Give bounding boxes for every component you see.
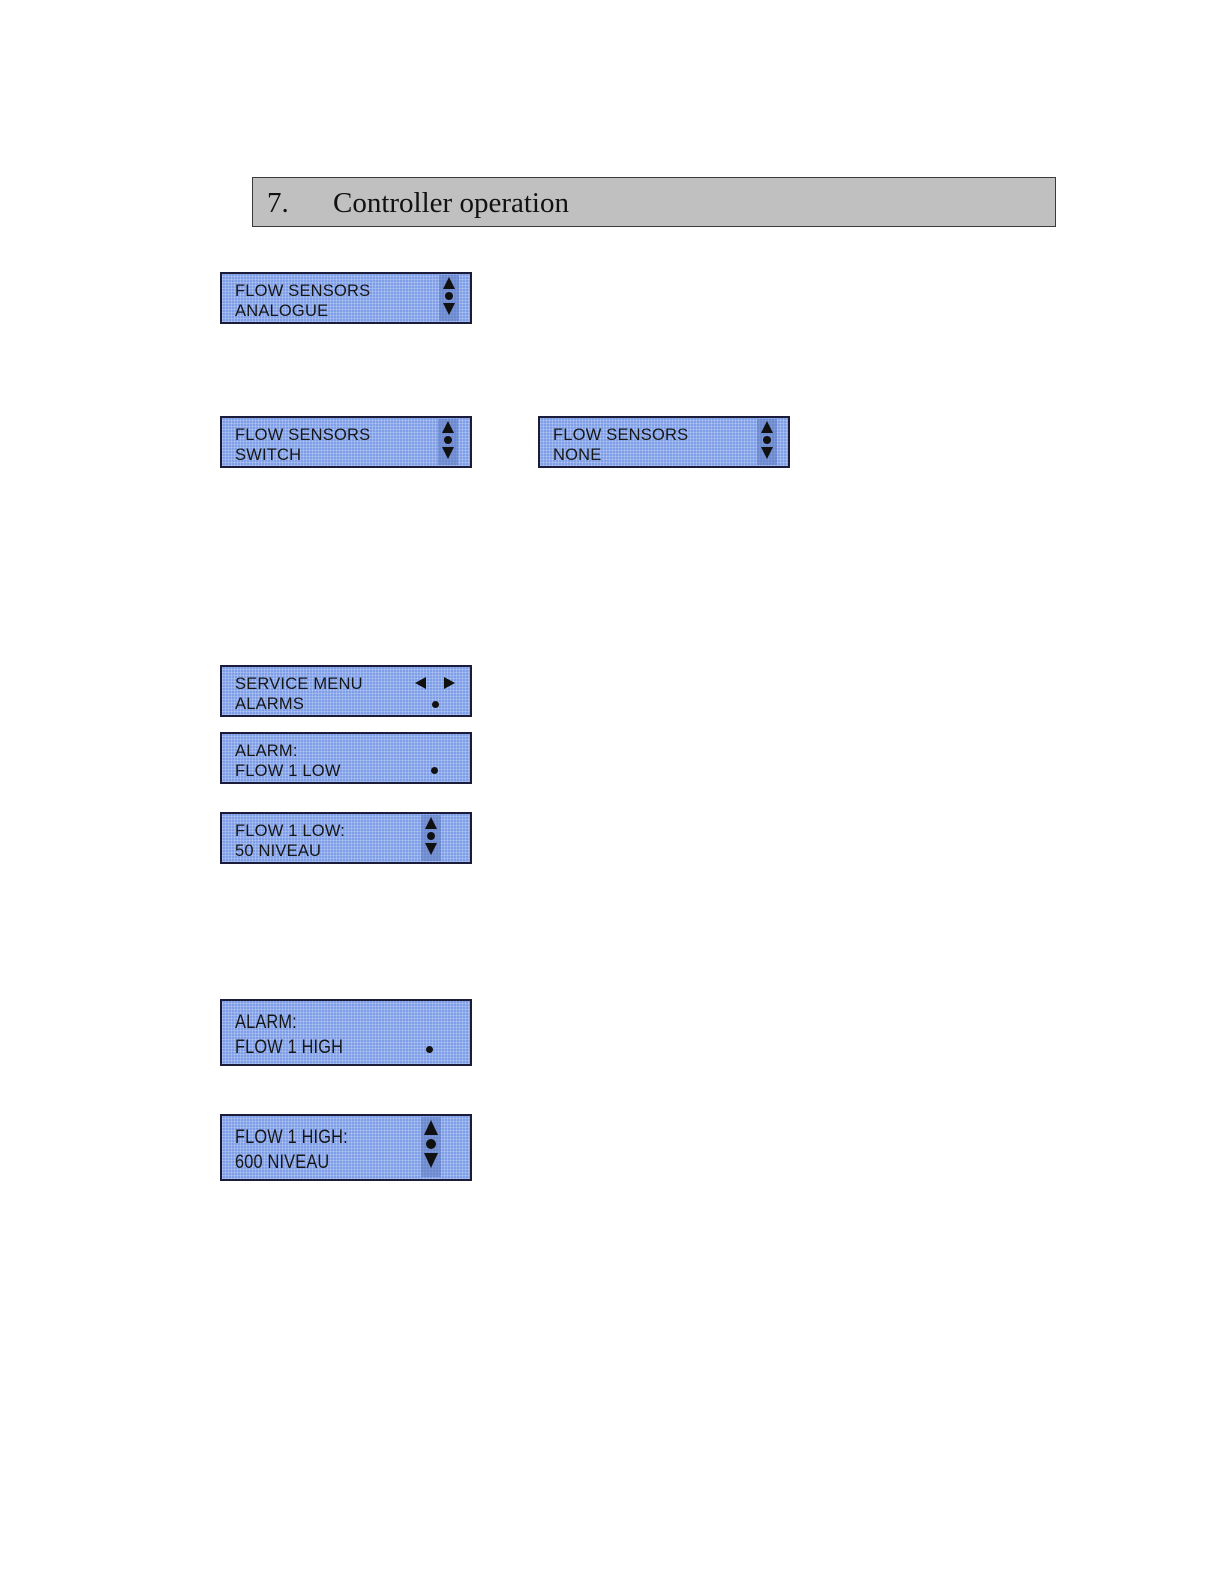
lcd-line-1: FLOW 1 LOW:	[235, 822, 345, 841]
lcd-line-1: SERVICE MENU	[235, 675, 363, 694]
lcd-line-1: FLOW SENSORS	[235, 426, 370, 445]
up-dot-down-icon	[421, 815, 441, 861]
lcd-line-2: SWITCH	[235, 446, 301, 465]
lcd-line-1: FLOW 1 HIGH:	[235, 1127, 348, 1149]
lcd-line-1: ALARM:	[235, 742, 298, 761]
section-number: 7.	[267, 187, 289, 220]
dot-icon	[426, 1046, 433, 1053]
lcd-flow1-high-value: FLOW 1 HIGH: 600 NIVEAU	[220, 1114, 472, 1181]
up-dot-down-icon	[421, 1117, 441, 1177]
lcd-line-1: FLOW SENSORS	[235, 282, 370, 301]
lcd-flow-sensors-switch: FLOW SENSORS SWITCH	[220, 416, 472, 468]
lcd-line-2: ALARMS	[235, 695, 304, 714]
dot-icon	[431, 767, 438, 774]
lcd-line-2: 600 NIVEAU	[235, 1152, 329, 1174]
section-header: 7. Controller operation	[252, 177, 1056, 227]
lcd-service-menu-alarms: SERVICE MENU ALARMS	[220, 665, 472, 717]
lcd-flow-sensors-analogue: FLOW SENSORS ANALOGUE	[220, 272, 472, 324]
lcd-line-1: FLOW SENSORS	[553, 426, 688, 445]
lcd-flow-sensors-none: FLOW SENSORS NONE	[538, 416, 790, 468]
dot-icon	[432, 701, 439, 708]
lcd-line-2: FLOW 1 LOW	[235, 762, 341, 781]
lcd-alarm-flow1-low: ALARM: FLOW 1 LOW	[220, 732, 472, 784]
left-right-arrows-icon	[414, 676, 456, 695]
lcd-alarm-flow1-high: ALARM: FLOW 1 HIGH	[220, 999, 472, 1066]
lcd-line-2: 50 NIVEAU	[235, 842, 321, 861]
lcd-flow1-low-value: FLOW 1 LOW: 50 NIVEAU	[220, 812, 472, 864]
section-title: Controller operation	[333, 187, 569, 220]
up-dot-down-icon	[757, 419, 777, 465]
up-dot-down-icon	[438, 419, 458, 465]
lcd-line-2: FLOW 1 HIGH	[235, 1037, 343, 1059]
up-dot-down-icon	[439, 275, 459, 321]
lcd-line-1: ALARM:	[235, 1012, 297, 1034]
lcd-line-2: ANALOGUE	[235, 302, 328, 321]
lcd-line-2: NONE	[553, 446, 601, 465]
